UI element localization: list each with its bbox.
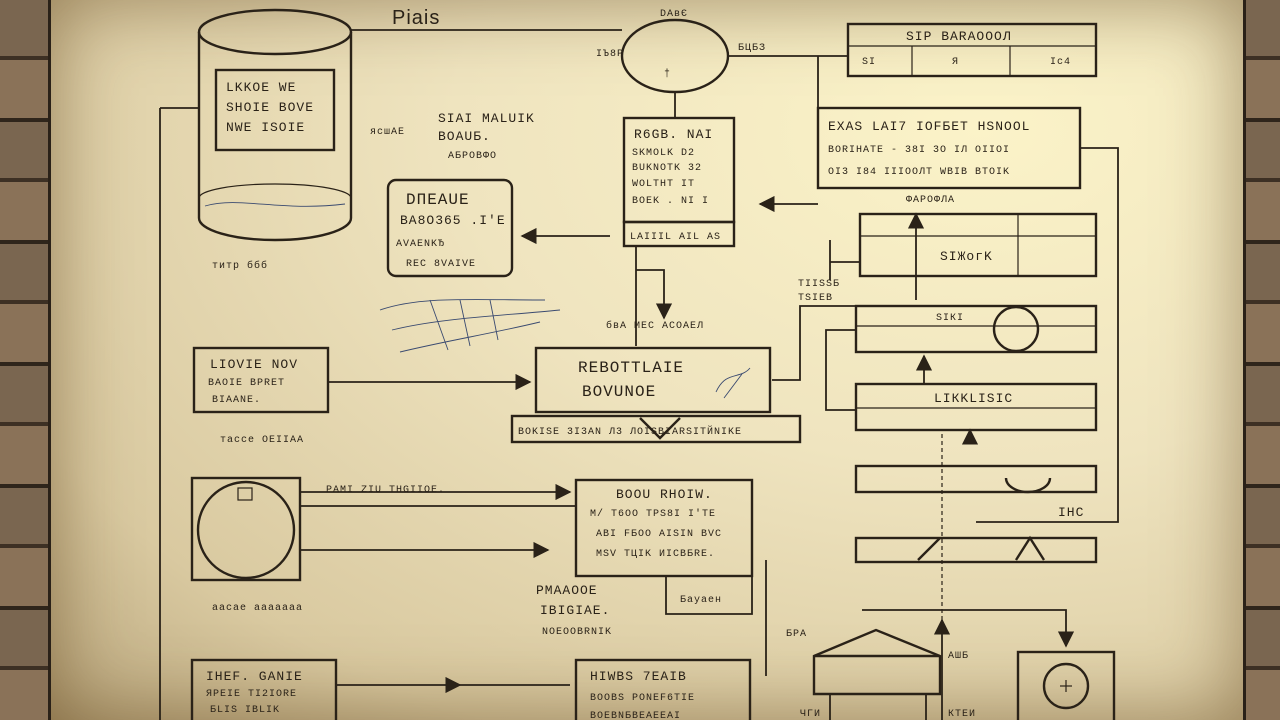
svg-text:†: †: [664, 68, 671, 80]
rt-label-mid: ФАРОФЛА: [906, 195, 955, 206]
wide-info-box: EXAS LAI7 IOFБET HSNOOL BORIHATE - 38I 3…: [816, 106, 1082, 190]
cylinder-bottom-note: титр ббб: [212, 259, 268, 272]
target-node: [1016, 650, 1116, 720]
left-box-line-1: LIOVIE NOV: [210, 357, 298, 372]
rt-row-1: SIЖогK: [940, 249, 993, 264]
mid-box-line-3: ABI FБOO AISIN BVC: [596, 529, 722, 540]
wide-box-line-1: EXAS LAI7 IOFБET HSNOOL: [828, 119, 1030, 134]
cylinder-line-3: NWE ISOIE: [226, 120, 305, 135]
right-stack: SIЖогK SIКI LIКKLISIC IHC: [854, 212, 1098, 564]
table-col-1: SI: [862, 57, 876, 68]
table-col-3: Iс4: [1050, 57, 1071, 68]
rt-row-3: LIКKLISIC: [934, 391, 1013, 406]
mid-box-line-4: MSV ТЦIK ИICBБRE.: [596, 549, 715, 560]
wide-box-line-2: BORIHATE - 38I 3O IЛ OIIOI: [828, 145, 1010, 156]
center-process-box: REBOTTLAIE BOVUNOE BOKISE 3I3AN Л3 ЛOISB…: [510, 346, 802, 444]
ellipse-left-label: IЪ8P: [596, 49, 624, 60]
tall-record-box: R6GB. NAI SKMOLK D2 BUKNOTK 32 WOLTHT IT…: [622, 116, 736, 248]
tall-box-line-2: SKMOLK D2: [632, 148, 695, 159]
left-middle-box: LIOVIE NOV BAOIЕ BPRET BIAANE.: [192, 346, 330, 414]
diagram-title: Piais: [392, 7, 440, 29]
bottom-right-label-2: АШБ: [948, 651, 969, 662]
tall-box-footer: LAIIIL AIL AS: [630, 232, 721, 243]
rounded-process-box: DПEAUE BA8O365 .I'E AVAENKЂ REC 8VAIVE: [386, 178, 514, 278]
mid-box-line-2: M/ T6OO ТРS8I I'TE: [590, 508, 716, 520]
rounded-box-line-1: DПEAUE: [406, 191, 470, 209]
mid-box-line-1: BOOU RHOIW.: [616, 487, 713, 502]
circle-node-group: PAMI ZIU THGIIOE. аасае ааааааа: [190, 476, 445, 614]
note-sub: АБРОВФО: [448, 151, 497, 162]
center-box-line-1: REBOTTLAIE: [578, 359, 684, 377]
side-label-right-2: TSIEB: [798, 293, 833, 304]
top-small-label: DAвЄ: [660, 9, 688, 20]
rt-row-2-label: SIКI: [936, 313, 964, 324]
tall-box-line-3: BUKNOTK 32: [632, 163, 702, 174]
arrow-down-to-center: [636, 269, 673, 320]
tall-box-line-5: BOEK . NI I: [632, 196, 709, 207]
tall-box-line-4: WOLTHT IT: [632, 179, 695, 190]
bottom-right-label-3: КТЕИ: [948, 709, 976, 720]
table-col-2: Я: [952, 57, 959, 68]
left-box-line-3: BIAANE.: [212, 395, 261, 406]
bottom-mid-line-3: BOEBNБBEАEEAI: [590, 711, 681, 720]
small-right-note: Бауаен: [680, 595, 722, 606]
rt-row-4-right: IHC: [1058, 505, 1084, 520]
bottom-left-line-1: IHEF. GANIE: [206, 669, 303, 684]
bottom-right-label-4: ЧГИ: [800, 709, 821, 720]
bottom-left-line-3: БLIS IBLIK: [210, 705, 280, 716]
top-ellipse-node: † IЪ8P БЦБЗ: [350, 18, 848, 118]
bottom-right-label-1: БРА: [786, 629, 807, 640]
top-right-table: SIP BARAOООЛ SI Я Iс4: [846, 22, 1098, 78]
database-cylinder: LKKOE WE SHOIE BOVE NWE ISOIE: [197, 8, 353, 242]
rounded-box-line-4: REC 8VAIVE: [406, 259, 476, 270]
ellipse-right-label: БЦБЗ: [738, 43, 766, 54]
rounded-box-line-2: BA8O365 .I'E: [400, 213, 506, 228]
left-box-note: тассе ОЕIIAA: [220, 435, 304, 446]
mid-detail-box: BOOU RHOIW. M/ T6OO ТРS8I I'TE ABI FБOO …: [574, 478, 754, 578]
cylinder-line-1: LKKOE WE: [226, 80, 296, 95]
center-box-line-2: BOVUNOE: [582, 383, 656, 401]
table-header: SIP BARAOООЛ: [906, 29, 1012, 44]
bottom-left-line-2: ЯPEIE TI2IORE: [206, 689, 297, 700]
rounded-box-line-3: AVAENKЂ: [396, 239, 445, 250]
left-box-line-2: BAOIЕ BPRET: [208, 378, 285, 389]
cylinder-side-note: ясшАЕ: [370, 127, 405, 138]
bottom-left-box: IHEF. GANIE ЯPEIE TI2IORE БLIS IBLIK: [190, 658, 338, 720]
bottom-center-label-3: NOEOOBRNIK: [542, 627, 612, 638]
bottom-center-label-1: PMAAOOE: [536, 583, 598, 598]
cylinder-line-2: SHOIE BOVE: [226, 100, 314, 115]
bottom-mid-line-2: BOOBS PONEF6TIE: [590, 693, 695, 704]
wide-box-line-3: OI3 I84 IIIOOЛT WBIB BTOIK: [828, 167, 1010, 178]
bottom-mid-box: HIWBS 7EAIB BOOBS PONEF6TIE BOEBNБBEАEEA…: [574, 658, 752, 720]
paper-sheet: [48, 0, 1246, 720]
bottom-center-label-2: IBIGIAE.: [540, 603, 610, 618]
center-box-footer: BOKISE 3I3AN Л3 ЛOISBIARSITЙNIKE: [518, 424, 742, 438]
note-line-2: BOAUБ.: [438, 129, 491, 144]
circle-arrow-label: PAMI ZIU THGIIOE.: [326, 485, 445, 496]
side-label-right-1: TIISSБ: [798, 279, 840, 290]
right-return-connector: [976, 147, 1119, 523]
circle-note: аасае ааааааа: [212, 603, 303, 614]
tall-box-line-1: R6GB. NAI: [634, 127, 713, 142]
wood-background-right: [1240, 0, 1280, 720]
scribble-note: бвА МЕС АСОАЕЛ: [606, 319, 704, 332]
house-shape-node: [812, 628, 942, 720]
note-line-1: SIAI MALUIK: [438, 111, 535, 126]
bottom-mid-line-1: HIWBS 7EAIB: [590, 669, 687, 684]
